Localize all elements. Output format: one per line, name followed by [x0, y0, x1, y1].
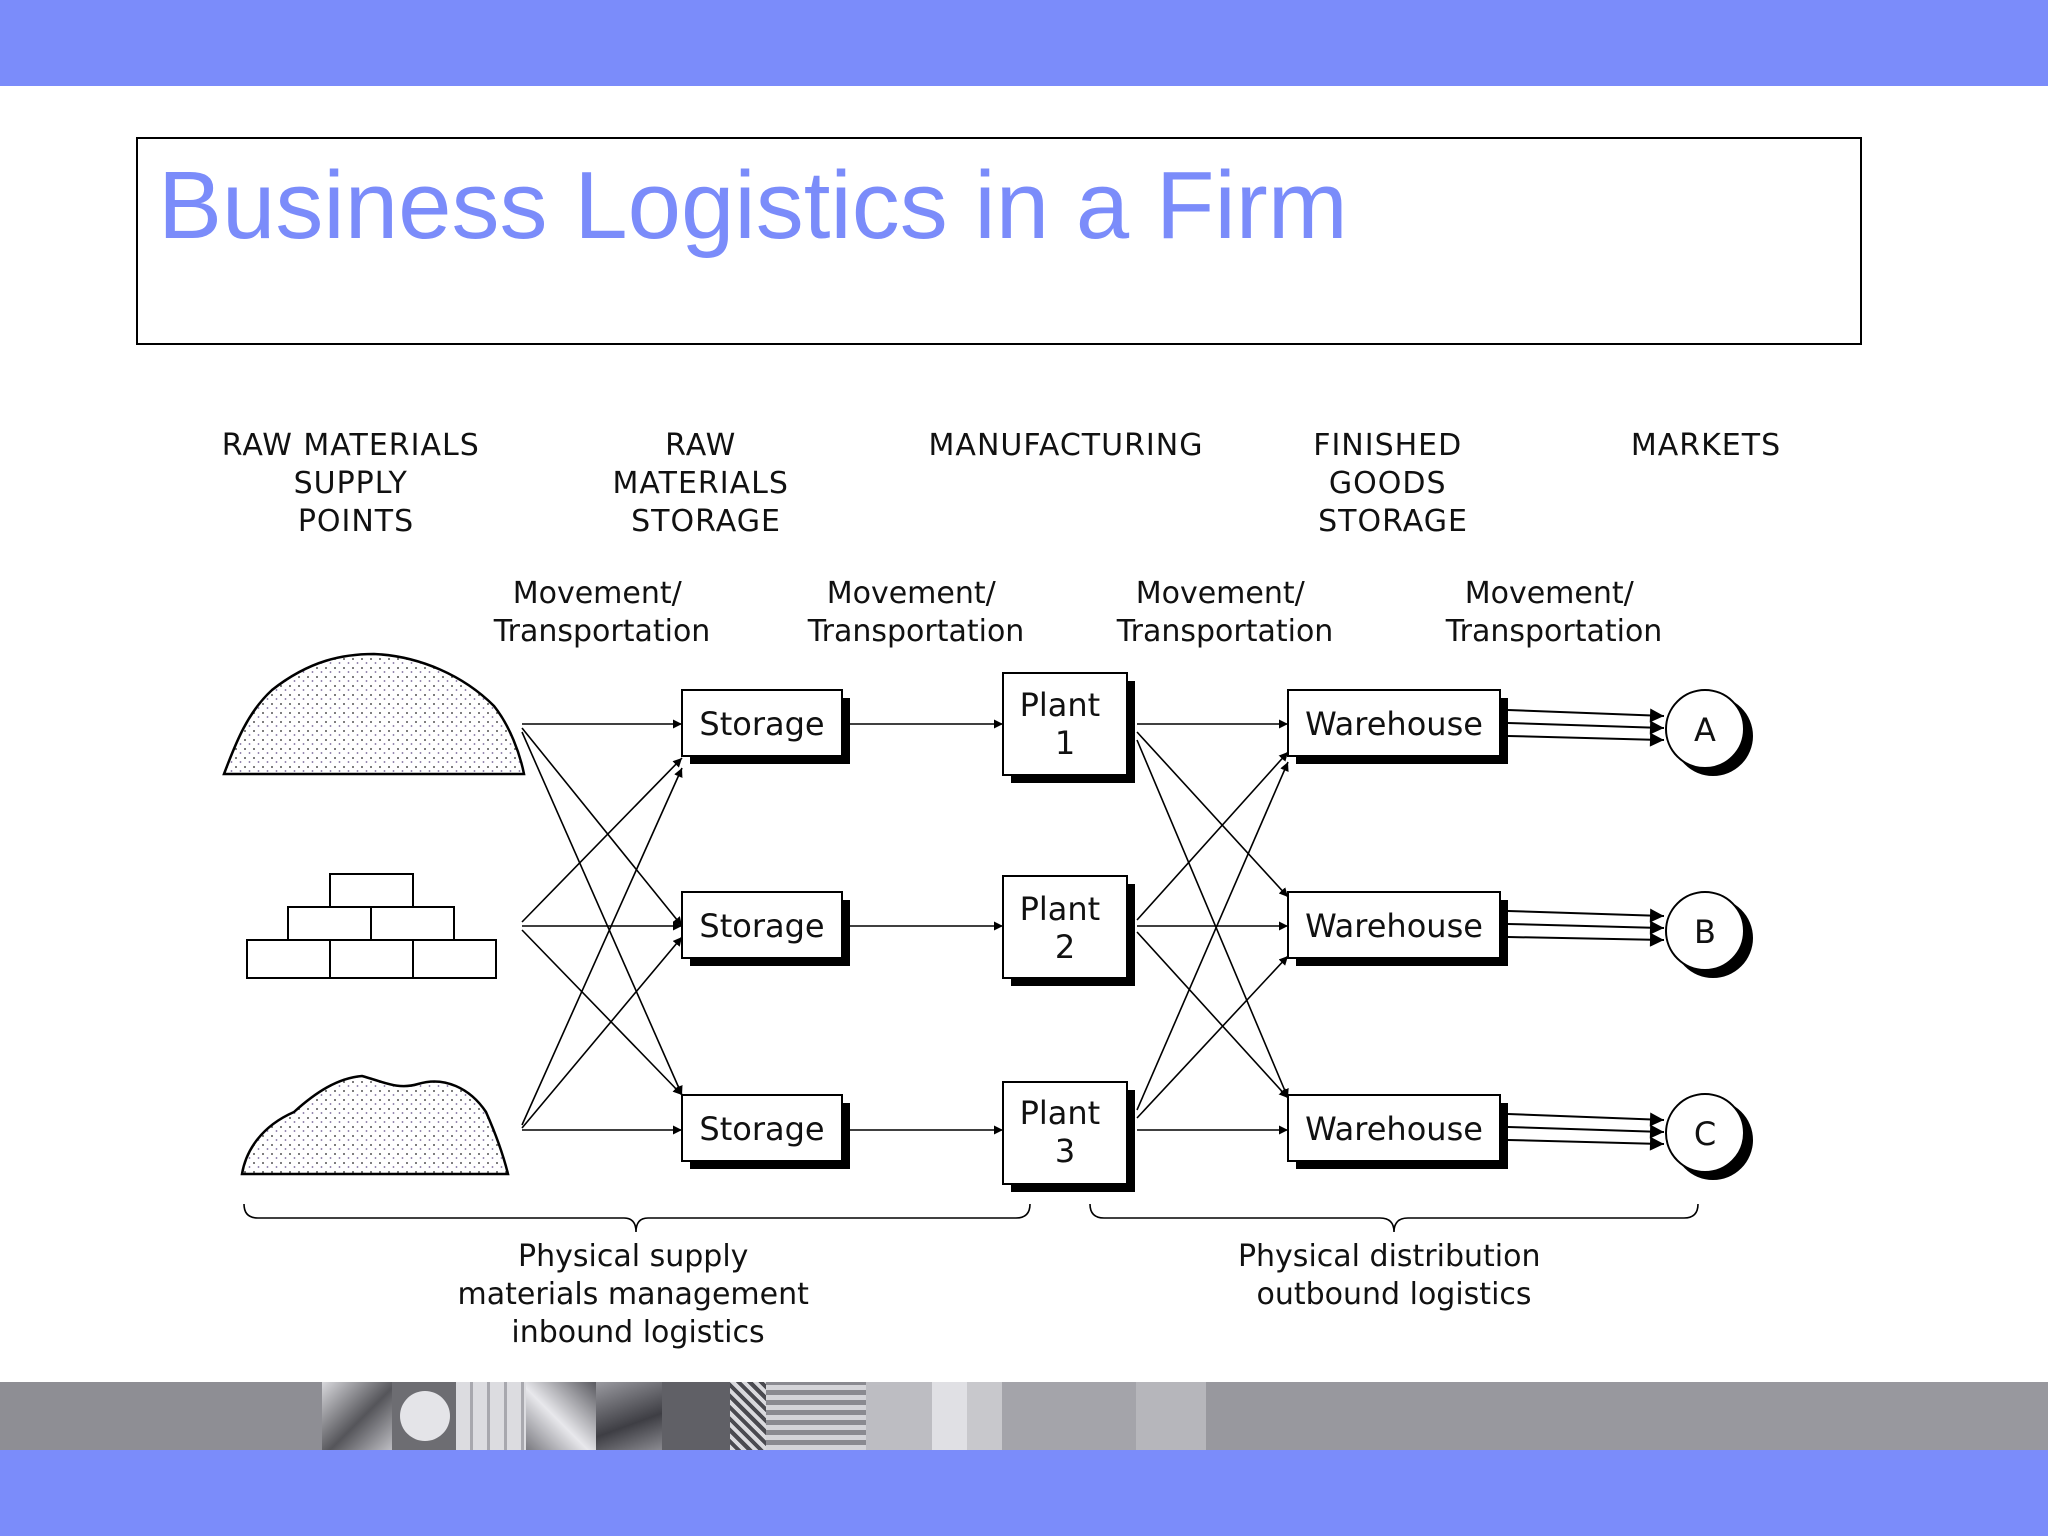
braces: [243, 1203, 1699, 1233]
storage-box: Storage: [681, 891, 850, 966]
market-a: A: [1665, 689, 1753, 776]
svg-text:Plant 2: Plant 2: [1020, 890, 1111, 966]
footer-photo-tile: [1206, 1382, 2048, 1450]
inbound-logistics-label: Physical supply materials management inb…: [458, 1239, 819, 1350]
footer-photo-tile: [322, 1382, 392, 1450]
plant-box: Plant 3: [1002, 1081, 1135, 1192]
plant-to-warehouse-arrows: [1136, 719, 1289, 1135]
market-b: B: [1665, 891, 1753, 978]
pile-icon: [240, 1074, 510, 1176]
svg-text:Warehouse: Warehouse: [1305, 705, 1483, 743]
header-finished-goods: FINISHED GOODS STORAGE: [1313, 428, 1473, 539]
svg-text:A: A: [1694, 711, 1716, 749]
supply-points: [222, 652, 526, 1176]
warehouse-box: Warehouse: [1287, 891, 1508, 966]
storage-box: Storage: [681, 689, 850, 764]
footer-photo-tile: [392, 1382, 456, 1450]
svg-text:Storage: Storage: [699, 1110, 824, 1148]
svg-text:Warehouse: Warehouse: [1305, 1110, 1483, 1148]
market-c: C: [1665, 1093, 1753, 1180]
svg-text:Plant 1: Plant 1: [1020, 686, 1111, 762]
footer-photo-tile: [662, 1382, 730, 1450]
warehouse-to-market-arrows: [1507, 708, 1665, 1151]
svg-text:Storage: Storage: [699, 705, 824, 743]
footer-photo-tile: [456, 1382, 526, 1450]
storage-box: Storage: [681, 1094, 850, 1169]
svg-text:B: B: [1694, 913, 1716, 951]
markets-column: A B C: [1665, 689, 1753, 1180]
warehouse-column: Warehouse Warehouse Warehouse: [1287, 689, 1508, 1169]
footer-photo-tile: [1136, 1382, 1206, 1450]
footer-photo-tile: [766, 1382, 866, 1450]
movement-label: Movement/ Transportation: [493, 576, 711, 649]
movement-label: Movement/ Transportation: [1445, 576, 1663, 649]
warehouse-box: Warehouse: [1287, 689, 1508, 764]
slide-title: Business Logistics in a Firm: [158, 152, 1348, 259]
storage-column: Storage Storage Storage: [681, 689, 850, 1169]
distribution-brace: [1089, 1203, 1699, 1233]
footer-photo-tile: [1002, 1382, 1136, 1450]
warehouse-box: Warehouse: [1287, 1094, 1508, 1169]
svg-text:Storage: Storage: [699, 907, 824, 945]
header-markets: MARKETS: [1631, 428, 1781, 463]
supply-brace: [243, 1203, 1031, 1233]
pile-icon: [222, 652, 526, 776]
plant-box: Plant 2: [1002, 875, 1135, 986]
svg-text:C: C: [1694, 1115, 1716, 1153]
svg-text:Warehouse: Warehouse: [1305, 907, 1483, 945]
outbound-logistics-label: Physical distribution outbound logistics: [1238, 1239, 1550, 1312]
svg-text:Plant 3: Plant 3: [1020, 1094, 1111, 1170]
footer-photo-tile: [596, 1382, 662, 1450]
brace-labels: Physical supply materials management inb…: [458, 1239, 1550, 1350]
header-raw-storage: RAW MATERIALS STORAGE: [613, 428, 800, 539]
footer-photo-tile: [526, 1382, 596, 1450]
plant-column: Plant 1 Plant 2 Plant 3: [1002, 672, 1135, 1192]
footer-photo-tile: [866, 1382, 932, 1450]
movement-labels: Movement/ Transportation Movement/ Trans…: [493, 576, 1663, 649]
footer-circle-icon: [400, 1391, 450, 1441]
bricks-icon: [246, 873, 497, 979]
logistics-diagram: RAW MATERIALS SUPPLY POINTS RAW MATERIAL…: [222, 428, 1781, 1350]
footer-photo-tile: [730, 1382, 766, 1450]
supply-to-storage-arrows: [521, 719, 683, 1135]
plant-box: Plant 1: [1002, 672, 1135, 783]
footer-photo-strip: [0, 1382, 2048, 1450]
header-supply-points: RAW MATERIALS SUPPLY POINTS: [222, 428, 491, 539]
column-headers: RAW MATERIALS SUPPLY POINTS RAW MATERIAL…: [222, 428, 1781, 539]
title-box: Business Logistics in a Firm: [136, 137, 1862, 345]
top-accent-band: [0, 0, 2048, 86]
footer-photo-tile: [932, 1382, 1002, 1450]
movement-label: Movement/ Transportation: [1116, 576, 1334, 649]
movement-label: Movement/ Transportation: [807, 576, 1025, 649]
bottom-accent-band: [0, 1450, 2048, 1536]
storage-to-plant-arrows: [850, 719, 1003, 1135]
header-manufacturing: MANUFACTURING: [929, 428, 1204, 463]
